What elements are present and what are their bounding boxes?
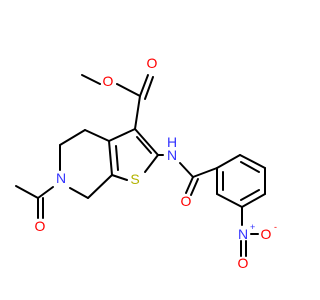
molecule-diagram: O O N H S N O O N + O O - [15,55,277,271]
bond-carbonyl-ring [192,167,218,178]
bond-c7-c7a [87,174,113,199]
bond-c2-s [144,154,159,173]
bond-o-ester-carbon [116,83,141,97]
bond-s-c7a [111,174,128,181]
atom-o-nitro-right: O [261,226,272,242]
bond-ester-to-ring [134,95,141,130]
bond-amide-co-b [190,178,199,196]
atom-h-amide: H [167,134,177,150]
bond-acetyl-methyl [15,185,39,199]
atom-n-amide: N [167,147,177,163]
bond-methyl-o [81,74,101,85]
bond-c3-c2 [134,128,159,156]
bond-c4-c5 [59,129,86,146]
bond-ar-1 [216,154,241,169]
bond-ester-carbonyl-b [144,76,154,100]
atom-n-nitro: N [238,226,248,242]
bond-ar-2 [239,154,266,169]
charge-n-nitro: + [250,222,255,232]
structure-canvas: O O N H S N O O N + O O - [15,55,277,271]
atom-o-ester-ether: O [103,73,114,89]
bond-c3-c3a [108,128,136,142]
atom-o-amide: O [181,193,192,209]
bond-c3a-c7a-inner [115,145,119,171]
atom-o-ester-carbonyl: O [147,55,158,71]
atom-label-layer: O O N H S N O O N + O O - [35,55,277,271]
bond-ar-5 [216,193,243,208]
bond-n6-c7 [69,187,89,199]
charge-o-nitro: - [274,222,277,232]
bond-ester-carbonyl-a [139,74,149,97]
bond-c3a-c7a [108,140,113,176]
bond-n6-acetyl-c [37,186,54,199]
bond-c3-c2-inner [136,136,152,154]
bond-c3a-c4 [84,129,110,142]
atom-n-ring: N [56,170,66,186]
bond-ar-4-inner [240,189,260,201]
bond-ar-4 [241,193,266,208]
bond-layer [15,74,266,257]
atom-o-nitro-top: O [238,255,249,271]
bond-ar-2-inner [240,161,260,173]
atom-o-acetyl: O [35,218,46,234]
atom-s-thiophene: S [130,171,139,187]
bond-nh-carbonyl [179,162,194,178]
bond-amide-co-a [185,176,194,194]
